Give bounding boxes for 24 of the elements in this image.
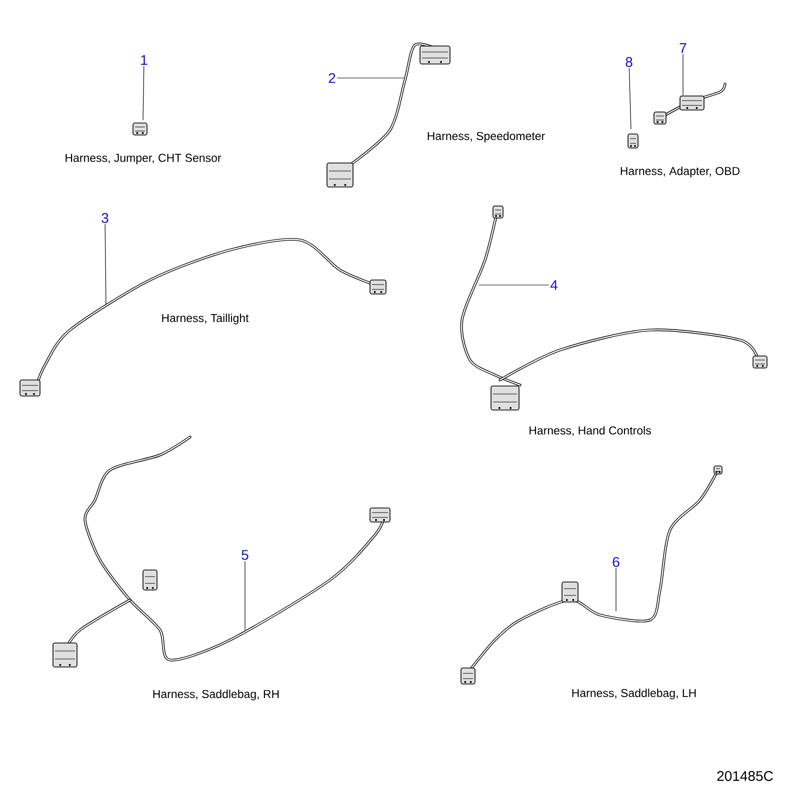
leader-line	[142, 66, 144, 121]
part-caption: Harness, Adapter, OBD	[620, 166, 740, 178]
harness-drawing	[132, 122, 148, 136]
leader-line	[478, 284, 550, 286]
harness-drawing	[52, 436, 390, 668]
part-caption: Harness, Speedometer	[428, 132, 545, 142]
leader-line	[244, 560, 246, 631]
leader-line	[628, 68, 632, 130]
part-caption: Harness, Saddlebag, RH	[153, 690, 279, 700]
harness-drawing	[460, 206, 768, 410]
harness-drawing	[460, 466, 722, 684]
callout-number: 1	[141, 55, 148, 65]
part-caption: Harness, Taillight	[162, 314, 249, 324]
harness-drawing	[654, 82, 726, 124]
part-caption: Harness, Jumper, CHT Sensor	[66, 154, 222, 164]
callout-number: 7	[680, 43, 686, 53]
harness-drawing	[20, 238, 386, 396]
callout-number: 8	[626, 57, 632, 67]
leader-line	[682, 54, 684, 96]
drawing-number: 201485C	[717, 771, 773, 781]
harness-drawing	[628, 134, 638, 148]
leader-line	[104, 224, 106, 305]
part-caption: Harness, Hand Controls	[530, 426, 651, 436]
callout-number: 3	[102, 213, 108, 223]
